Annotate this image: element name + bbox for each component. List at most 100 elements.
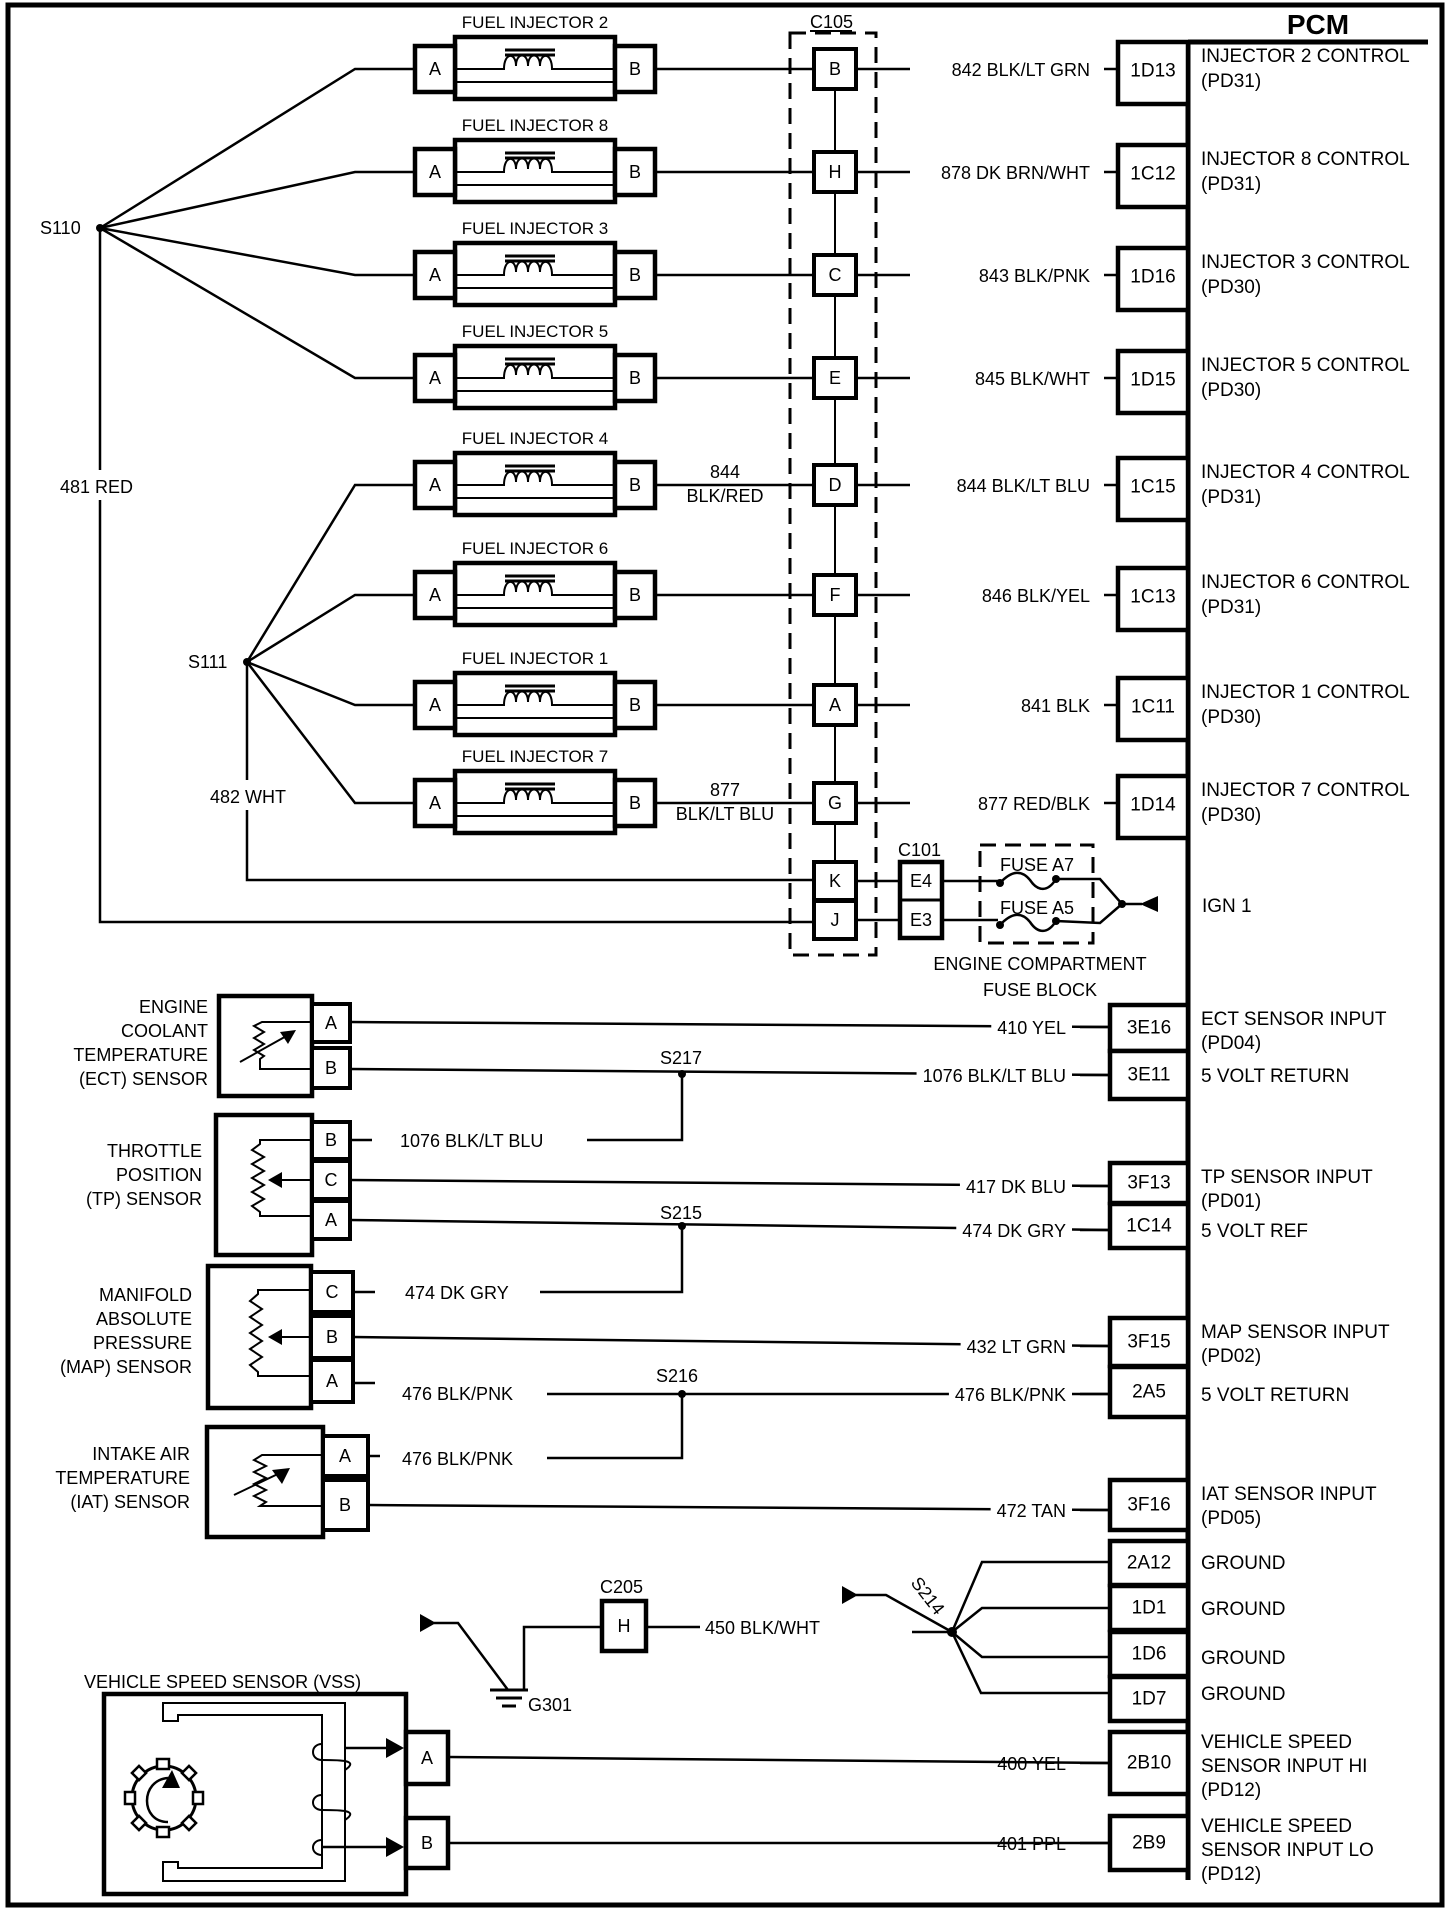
splice-s215-label: S215 [660,1203,702,1223]
wire-label-mask [916,1066,1072,1086]
c105-pin: E [829,368,841,388]
fuse-a7-label: FUSE A7 [1000,855,1074,875]
wire-481-label: 481 RED [60,477,133,497]
g301-arrow-icon [420,1614,436,1632]
wire-label-mask [972,266,1096,286]
injector-pin-a: A [429,585,441,605]
pcm-pin: 1D15 [1130,370,1175,391]
c105-pin-box [812,573,858,617]
c105-dashed-outline [788,31,878,957]
injector-pin-b: B [629,793,641,813]
c105-pin: C [829,265,842,285]
wire-label: 841 BLK [1021,696,1090,716]
wire-iat-b [367,1503,1111,1512]
injector-feed: S110 S111 481 RED 482 WHT [40,218,812,924]
pcm-pin: 1D7 [1132,1689,1167,1710]
tp-pin-a-box [310,1199,352,1241]
wire-tp-b-to-s217 [587,1074,684,1142]
map-name-1: MANIFOLD [99,1285,192,1305]
injector-coil-icon [455,782,615,804]
pcm-function: SENSOR INPUT HI [1201,1756,1367,1777]
wire-482-label: 482 WHT [210,787,286,807]
pcm-function: INJECTOR 6 CONTROL [1201,572,1410,593]
iat-body [204,1424,326,1540]
pcm-title: PCM [1287,9,1349,40]
ect-name-3: TEMPERATURE [73,1045,208,1065]
wire-label-mask [960,1337,1072,1357]
pcm-function-code: (PD31) [1201,487,1261,508]
splice-s214-label: S214 [907,1573,949,1618]
pcm-pin-box [1115,245,1191,313]
pcm-pin: 1D14 [1130,795,1176,816]
pcm-function: 5 VOLT REF [1201,1221,1308,1242]
splice-s217-label: S217 [660,1048,702,1068]
pcm-function-code: (PD30) [1201,380,1261,401]
c105-pin-box [812,683,858,727]
injector-local-wire-num: 844 [710,462,740,482]
injector-coil-icon [455,574,615,596]
injector-local-wire-color: BLK/RED [686,486,763,506]
wire-label: 410 YEL [997,1018,1066,1038]
injector-feed-wire [246,660,415,707]
c205-box [599,1598,649,1654]
injector-feed-wire [99,226,415,380]
pcm-pin-box [1115,142,1191,210]
wire-ect-a [349,1020,1111,1029]
injector-coil-icon [455,684,615,706]
ect-sensor: ENGINE COOLANT TEMPERATURE (ECT) SENSOR … [73,993,352,1099]
injector-pin-b: B [629,695,641,715]
map-pin-b: B [326,1327,338,1347]
ect-thermistor-icon [251,1021,312,1070]
pcm-pin-box [1107,1477,1191,1533]
vss-reluctor-wheel-icon [123,1757,205,1839]
pcm-pin-box [1115,773,1191,841]
injector-title: FUEL INJECTOR 2 [462,13,608,32]
pcm-pin: 2A5 [1132,1382,1166,1403]
injector-pin-a: A [429,793,441,813]
tp-name-3: (TP) SENSOR [86,1189,202,1209]
wire-label-mask [948,1385,1072,1405]
iat-name-1: INTAKE AIR [92,1444,190,1464]
wire-label: 400 YEL [997,1754,1066,1774]
injector-title: FUEL INJECTOR 3 [462,219,608,238]
wire-vss-a [447,1755,1111,1765]
vss-name: VEHICLE SPEED SENSOR (VSS) [84,1672,361,1692]
pcm-function: INJECTOR 2 CONTROL [1201,46,1410,67]
outer-border [5,2,1445,1908]
injector-coil-icon [455,48,615,70]
map-resistor-icon [248,1289,311,1377]
wire-ground-1d6 [951,1631,1110,1659]
vss-coil-icon [312,1743,352,1856]
c105-label: C105 [810,12,853,32]
pcm-function-code: (PD31) [1201,71,1261,92]
pcm-pin: 1C14 [1126,1216,1172,1237]
wire-ground-2a12 [950,1560,1110,1633]
ground-wire-label: 450 BLK/WHT [705,1618,820,1638]
fuse-block-label-1: ENGINE COMPARTMENT [933,954,1146,974]
vss-body [101,1691,409,1897]
wire-label-mask [968,369,1096,389]
tp-pin-b: B [325,1130,337,1150]
tp-sensor: THROTTLE POSITION (TP) SENSOR B C A [86,1112,352,1258]
c105-pin: A [829,695,841,715]
pcm-pin: 2B9 [1132,1833,1166,1854]
injector-pin-b: B [629,59,641,79]
vss-lead-b-arrow [386,1837,404,1857]
wire-label-mask [959,1177,1072,1197]
pcm-pin-box [1107,1674,1191,1724]
wire-label-mask [934,163,1097,183]
vss-pin-a-box [403,1729,451,1787]
pcm-pin: 2B10 [1127,1753,1171,1774]
wire-482-lower [245,810,812,882]
pcm-pin: 1C11 [1131,697,1175,718]
